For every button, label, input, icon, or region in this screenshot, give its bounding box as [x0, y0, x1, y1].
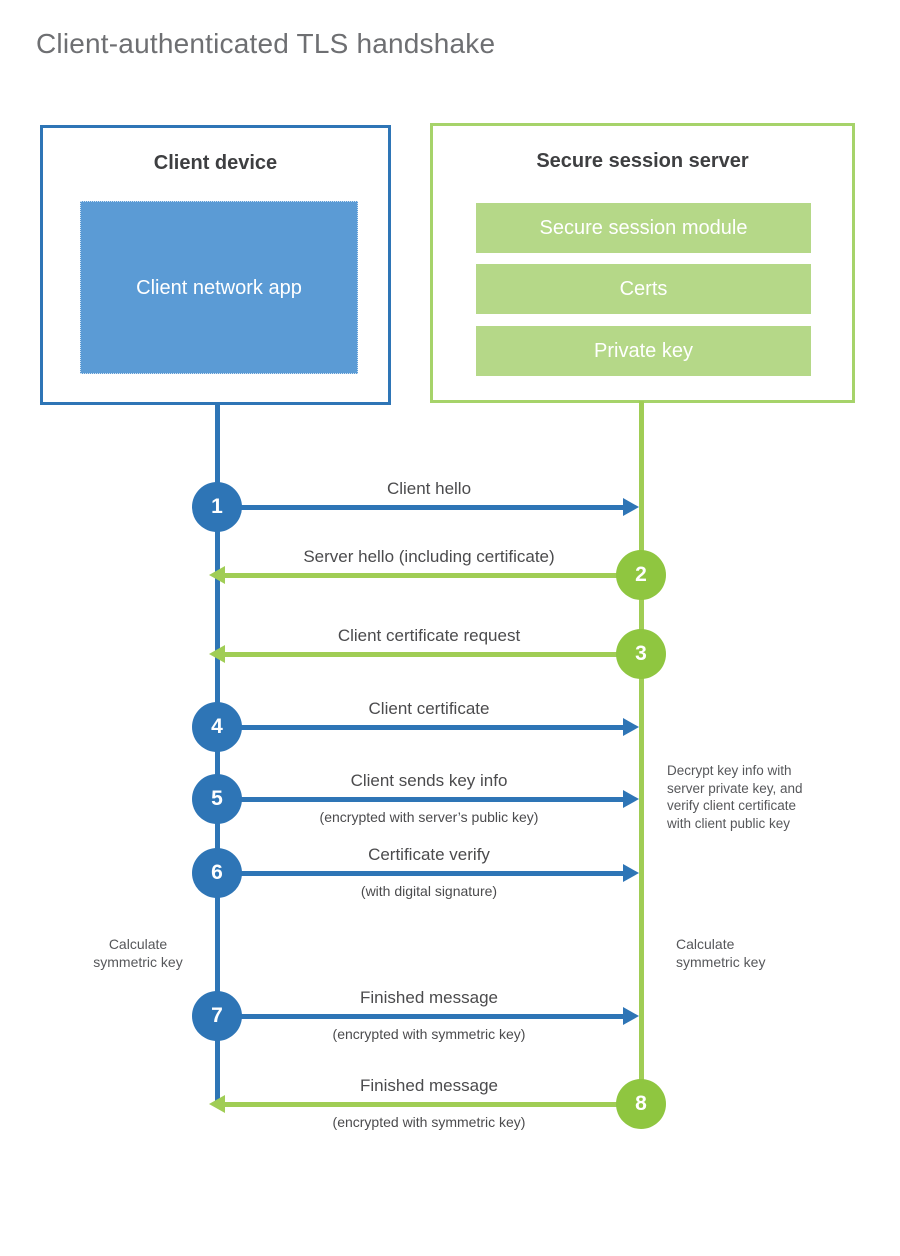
step-4-label: Client certificate — [368, 699, 490, 718]
step-7-circle: 7 — [192, 991, 242, 1041]
step-4-circle: 4 — [192, 702, 242, 752]
note-line: Calculate — [676, 936, 735, 952]
note-line: symmetric key — [93, 953, 183, 970]
secure-session-server-box: Secure session server Secure session mod… — [430, 123, 855, 403]
note-line: server private key, and — [667, 780, 803, 796]
step-1-arrow — [217, 505, 623, 510]
step-3-label: Client certificate request — [337, 626, 521, 645]
step-number: 2 — [635, 563, 647, 586]
step-number: 1 — [211, 495, 223, 518]
step-2-arrowhead-icon — [209, 566, 225, 584]
secure-session-server-title: Secure session server — [536, 150, 749, 172]
step-8-sublabel: (encrypted with symmetric key) — [332, 1114, 526, 1130]
step-8-label: Finished message — [360, 1076, 498, 1095]
client-calculate-note: Calculate symmetric key — [82, 936, 194, 971]
client-network-app-box: Client network app — [80, 201, 358, 374]
step-7-label: Finished message — [360, 988, 498, 1007]
server-module-bar: Certs — [476, 264, 811, 314]
note-line: with client public key — [667, 815, 791, 831]
server-module-label: Private key — [594, 339, 693, 362]
step-6-label: Certificate verify — [368, 845, 490, 864]
step-3-arrowhead-icon — [209, 645, 225, 663]
server-lifeline — [639, 401, 644, 1106]
step-5-arrowhead-icon — [623, 790, 639, 808]
server-module-bar: Private key — [476, 326, 811, 376]
note-line: Decrypt key info with — [667, 763, 792, 778]
step-8-arrowhead-icon — [209, 1095, 225, 1113]
step-6-circle: 6 — [192, 848, 242, 898]
step-8-arrow — [225, 1102, 641, 1107]
client-network-app-label: Client network app — [136, 276, 302, 299]
step-2-circle: 2 — [616, 550, 666, 600]
note-line: verify client certificate — [667, 798, 797, 813]
server-module-label: Certs — [619, 277, 668, 300]
step-6-arrowhead-icon — [623, 864, 639, 882]
step-number: 6 — [211, 861, 223, 884]
client-device-box: Client device Client network app — [40, 125, 391, 405]
note-line: Calculate — [108, 936, 168, 952]
step-5-sublabel: (encrypted with server’s public key) — [319, 809, 539, 825]
step-number: 3 — [635, 642, 647, 665]
step-7-arrowhead-icon — [623, 1007, 639, 1025]
step-1-arrowhead-icon — [623, 498, 639, 516]
step-6-arrow — [217, 871, 623, 876]
step-number: 7 — [211, 1004, 223, 1027]
server-decrypt-note: Decrypt key info with server private key… — [667, 762, 842, 832]
note-line: symmetric key — [676, 953, 766, 970]
step-2-arrow — [225, 573, 641, 578]
client-device-title: Client device — [153, 152, 278, 174]
step-1-label: Client hello — [386, 479, 472, 498]
server-module-label: Secure session module — [539, 216, 748, 239]
page-title: Client-authenticated TLS handshake — [36, 28, 496, 59]
step-4-arrowhead-icon — [623, 718, 639, 736]
client-lifeline — [215, 403, 220, 1106]
step-number: 8 — [635, 1092, 647, 1115]
step-4-arrow — [217, 725, 623, 730]
step-3-circle: 3 — [616, 629, 666, 679]
step-8-circle: 8 — [616, 1079, 666, 1129]
step-5-arrow — [217, 797, 623, 802]
step-5-label: Client sends key info — [350, 771, 508, 790]
server-calculate-note: Calculate symmetric key — [676, 936, 765, 971]
step-7-sublabel: (encrypted with symmetric key) — [332, 1026, 526, 1042]
step-7-arrow — [217, 1014, 623, 1019]
step-number: 4 — [211, 715, 223, 738]
step-2-label: Server hello (including certificate) — [303, 547, 555, 566]
server-module-bar: Secure session module — [476, 203, 811, 253]
step-6-sublabel: (with digital signature) — [360, 883, 498, 899]
step-3-arrow — [225, 652, 641, 657]
step-1-circle: 1 — [192, 482, 242, 532]
step-5-circle: 5 — [192, 774, 242, 824]
step-number: 5 — [211, 787, 223, 810]
